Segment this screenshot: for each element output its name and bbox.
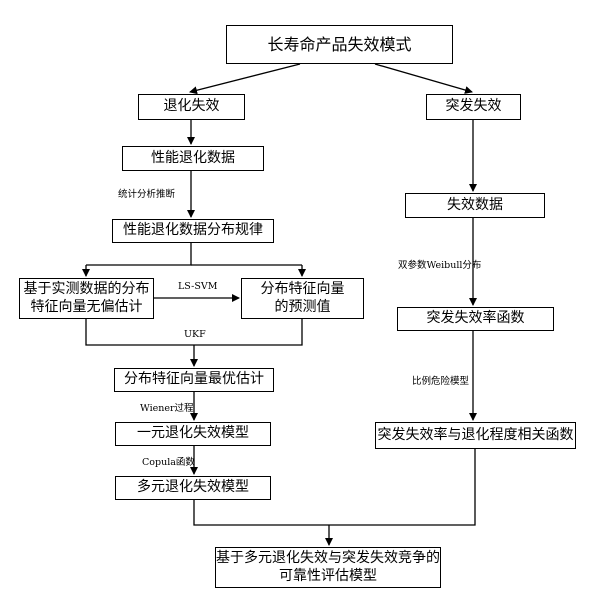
node-optimal-estimate: 分布特征向量最优估计: [114, 368, 274, 392]
label-wiener-process: Wiener过程: [140, 403, 194, 414]
line-ukf-merge: [85, 319, 303, 346]
node-degradation-failure: 退化失效: [138, 94, 245, 120]
node-sudden-failure-rate: 突发失效率函数: [397, 307, 554, 331]
node-multivariate-model: 多元退化失效模型: [115, 476, 271, 500]
node-sudden-failure: 突发失效: [426, 94, 521, 120]
node-failure-data: 失效数据: [405, 193, 545, 218]
node-unbiased-estimate: 基于实测数据的分布 特征向量无偏估计: [19, 278, 154, 319]
label-statistical-inference: 统计分析推断: [118, 189, 176, 200]
node-univariate-model: 一元退化失效模型: [115, 422, 271, 446]
arrow-root-to-degradation: [189, 63, 301, 95]
label-ukf: UKF: [184, 329, 206, 340]
label-weibull: 双参数Weibull分布: [398, 260, 482, 271]
label-copula-function: Copula函数: [142, 457, 195, 468]
node-root: 长寿命产品失效模式: [226, 25, 453, 64]
node-final-model: 基于多元退化失效与突发失效竞争的 可靠性评估模型: [215, 547, 441, 588]
arrow-root-to-sudden: [374, 63, 473, 94]
node-failure-rate-correlation: 突发失效率与退化程度相关函数: [375, 422, 576, 449]
node-predicted-value: 分布特征向量 的预测值: [241, 278, 364, 319]
label-ls-svm: LS-SVM: [178, 281, 218, 292]
label-proportional-hazards: 比例危险模型: [412, 376, 470, 387]
node-performance-data: 性能退化数据: [122, 146, 264, 171]
line-law-split: [86, 243, 192, 266]
line-final-merge: [193, 449, 476, 526]
node-performance-law: 性能退化数据分布规律: [112, 219, 274, 243]
